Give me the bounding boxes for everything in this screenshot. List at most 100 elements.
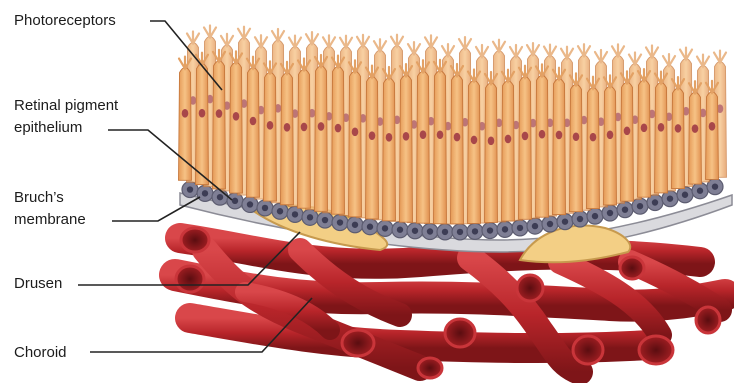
- photoreceptor-nucleus: [709, 122, 716, 131]
- rpe-nucleus: [307, 214, 313, 220]
- rpe-nucleus: [592, 213, 598, 219]
- photoreceptor-cell: [417, 60, 430, 223]
- label-photoreceptors: Photoreceptors: [14, 11, 116, 31]
- rpe-nucleus: [187, 186, 193, 192]
- photoreceptor-nucleus: [454, 133, 461, 142]
- rpe-nucleus: [352, 222, 358, 228]
- photoreceptor-nucleus: [505, 135, 512, 144]
- photoreceptor-cell: [638, 69, 651, 197]
- rpe-nucleus: [562, 218, 568, 224]
- photoreceptor-nucleus: [420, 130, 427, 139]
- photoreceptor-nucleus: [284, 123, 291, 132]
- rpe-nucleus: [337, 219, 343, 225]
- rpe-nucleus: [622, 206, 628, 212]
- rpe-nucleus: [397, 227, 403, 233]
- photoreceptor-nucleus: [658, 123, 665, 132]
- photoreceptor-nucleus: [488, 137, 495, 146]
- photoreceptor-nucleus: [403, 132, 410, 141]
- rpe-nucleus: [262, 205, 268, 211]
- rpe-nucleus: [607, 210, 613, 216]
- rpe-nucleus: [292, 211, 298, 217]
- photoreceptor-nucleus: [335, 124, 342, 133]
- photoreceptor-nucleus: [522, 132, 529, 141]
- label-bruch-line2: membrane: [14, 210, 86, 230]
- rpe-nucleus: [547, 221, 553, 227]
- photoreceptor-cell: [519, 66, 532, 220]
- rpe-nucleus: [697, 188, 703, 194]
- photoreceptor-nucleus: [692, 124, 699, 133]
- photoreceptor-nucleus: [386, 133, 393, 142]
- rpe-nucleus: [487, 227, 493, 233]
- photoreceptor-cell: [706, 81, 719, 180]
- photoreceptor-cell: [655, 72, 668, 193]
- photoreceptor-cell: [502, 70, 515, 221]
- rpe-nucleus: [412, 228, 418, 234]
- photoreceptor-cell: [672, 77, 685, 188]
- photoreceptor-nucleus: [556, 131, 563, 140]
- label-drusen: Drusen: [14, 274, 62, 294]
- photoreceptor-nucleus: [471, 136, 478, 145]
- photoreceptor-cell: [349, 60, 362, 216]
- photoreceptor-cell: [247, 57, 260, 197]
- rpe-nucleus: [652, 199, 658, 205]
- photoreceptor-cell: [213, 50, 226, 189]
- photoreceptor-cell: [264, 61, 277, 201]
- rpe-nucleus: [322, 217, 328, 223]
- rpe-nucleus: [247, 201, 253, 207]
- rpe-nucleus: [277, 208, 283, 214]
- photoreceptor-nucleus: [369, 131, 376, 140]
- photoreceptor-cell: [298, 58, 311, 208]
- photoreceptor-cell: [230, 51, 243, 193]
- photoreceptor-cell: [383, 67, 396, 221]
- photoreceptor-layer: [179, 25, 727, 224]
- rpe-nucleus: [637, 203, 643, 209]
- photoreceptor-cell: [468, 70, 481, 224]
- rpe-nucleus: [367, 224, 373, 230]
- rpe-nucleus: [502, 226, 508, 232]
- photoreceptor-cell: [553, 68, 566, 215]
- label-rpe-line1: Retinal pigment: [14, 96, 118, 116]
- photoreceptor-nucleus: [539, 130, 546, 139]
- rpe-nucleus: [442, 229, 448, 235]
- photoreceptor-cell: [570, 73, 583, 211]
- photoreceptor-cell: [281, 62, 294, 205]
- photoreceptor-nucleus: [250, 117, 257, 126]
- photoreceptor-nucleus: [267, 121, 274, 130]
- rpe-nucleus: [472, 228, 478, 234]
- photoreceptor-nucleus: [199, 109, 206, 118]
- photoreceptor-nucleus: [624, 127, 631, 136]
- rpe-nucleus: [667, 195, 673, 201]
- photoreceptor-nucleus: [352, 128, 359, 137]
- photoreceptor-cell: [689, 81, 702, 184]
- photoreceptor-cell: [332, 56, 345, 215]
- rpe-nucleus: [217, 194, 223, 200]
- rpe-nucleus: [232, 198, 238, 204]
- label-rpe-line2: epithelium: [14, 118, 82, 138]
- rpe-nucleus: [532, 223, 538, 229]
- photoreceptor-nucleus: [590, 133, 597, 142]
- rpe-nucleus: [517, 225, 523, 231]
- photoreceptor-nucleus: [318, 122, 325, 131]
- rpe-nucleus: [202, 190, 208, 196]
- photoreceptor-cell: [485, 72, 498, 223]
- photoreceptor-nucleus: [216, 109, 223, 118]
- rpe-nucleus: [682, 192, 688, 198]
- rpe-nucleus: [457, 229, 463, 235]
- photoreceptor-nucleus: [182, 109, 189, 118]
- photoreceptor-cell: [587, 77, 600, 209]
- photoreceptor-nucleus: [675, 124, 682, 133]
- photoreceptor-nucleus: [437, 130, 444, 139]
- photoreceptor-cell: [434, 60, 447, 224]
- rpe-nucleus: [382, 225, 388, 231]
- label-choroid: Choroid: [14, 343, 67, 363]
- photoreceptor-nucleus: [641, 124, 648, 133]
- photoreceptor-nucleus: [301, 123, 308, 132]
- label-bruch-line1: Bruch’s: [14, 188, 64, 208]
- rpe-nucleus: [427, 228, 433, 234]
- photoreceptor-cell: [315, 55, 328, 211]
- photoreceptor-cell: [451, 64, 464, 224]
- photoreceptor-nucleus: [607, 130, 614, 139]
- photoreceptor-cell: [366, 66, 379, 219]
- photoreceptor-nucleus: [573, 132, 580, 141]
